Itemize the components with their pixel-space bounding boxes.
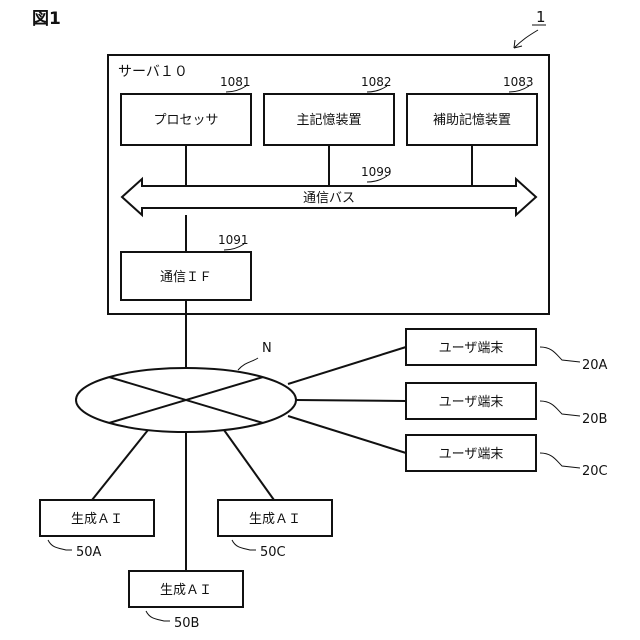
generative-ai-ref-leader [232, 540, 256, 550]
system-ref-leader [514, 30, 538, 48]
generative-ai-ref-leader [48, 540, 72, 550]
figure-label: 図1 [32, 9, 61, 29]
user-terminal-label: ユーザ端末 [439, 395, 504, 410]
processor-ref: 1081 [220, 75, 251, 89]
comm-if-label: 通信ＩＦ [160, 270, 212, 285]
server-title: サーバ１０ [118, 64, 188, 80]
main-storage-label: 主記憶装置 [296, 112, 361, 128]
user-terminal-ref-leader [540, 401, 580, 416]
aux-storage-ref: 1083 [503, 75, 534, 89]
generative-ai-label: 生成ＡＩ [160, 583, 212, 598]
network-ref-leader [238, 358, 258, 370]
network-ai-c-connector [224, 430, 274, 500]
network-ai-a-connector [92, 430, 148, 500]
user-terminal-ref: 20C [582, 464, 608, 479]
network-terminal-a-connector [288, 347, 406, 384]
generative-ai-label: 生成ＡＩ [71, 512, 123, 527]
bus-ref: 1099 [361, 165, 392, 179]
aux-storage-label: 補助記憶装置 [433, 112, 511, 128]
user-terminal-ref: 20A [582, 358, 608, 373]
generative-ai-ref: 50A [76, 545, 102, 560]
bus-label: 通信バス [303, 191, 355, 206]
system-ref: 1 [536, 8, 546, 26]
generative-ai-ref: 50B [174, 616, 199, 631]
processor-label: プロセッサ [153, 113, 218, 128]
user-terminal-label: ユーザ端末 [439, 447, 504, 462]
network-ref: N [262, 341, 272, 356]
network-terminal-b-connector [296, 400, 406, 401]
user-terminal-ref-leader [540, 347, 580, 362]
user-terminal-ref-leader [540, 453, 580, 468]
user-terminal-label: ユーザ端末 [439, 341, 504, 356]
generative-ai-ref: 50C [260, 545, 286, 560]
generative-ai-ref-leader [146, 611, 170, 621]
user-terminal-ref: 20B [582, 412, 607, 427]
comm-if-ref: 1091 [218, 233, 249, 247]
main-storage-ref: 1082 [361, 75, 392, 89]
network-terminal-c-connector [288, 416, 406, 453]
generative-ai-label: 生成ＡＩ [249, 512, 301, 527]
